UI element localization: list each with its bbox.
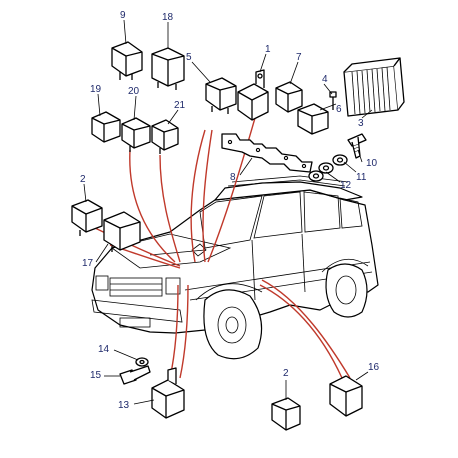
callout-1: 1 [265,44,271,55]
callout-2-left: 2 [80,174,86,185]
part-13-relay [151,367,185,419]
part-7-relay [275,81,303,113]
callout-7: 7 [296,52,302,63]
part-9-relay [111,41,143,80]
callout-13: 13 [118,400,130,411]
part-8-bracket [221,133,313,173]
part-19-relay [91,111,121,143]
callout-14: 14 [98,344,110,355]
part-17-relay [103,211,141,252]
part-18-relay [151,47,185,90]
part-4-screw [329,91,337,110]
callout-6: 6 [336,104,342,115]
part-14-washer [135,357,149,367]
callout-5: 5 [186,52,192,63]
callout-16: 16 [368,362,380,373]
part-1-relay [237,69,269,121]
part-15-bolt [119,365,151,385]
callout-12: 12 [340,180,352,191]
callout-10: 10 [366,158,378,169]
callout-17: 17 [82,258,94,269]
part-2-relay-bottom [271,397,301,431]
callout-3: 3 [358,118,364,129]
callout-9: 9 [120,10,126,21]
wiring-leads [94,117,351,379]
callout-2-bottom: 2 [283,368,289,379]
part-12-nut [308,162,334,182]
callout-18: 18 [162,12,174,23]
callout-21: 21 [174,100,186,111]
part-5-relay [205,77,237,114]
part-2-relay-left [71,199,103,236]
callout-19: 19 [90,84,102,95]
part-20-relay [121,117,151,152]
part-6-relay [297,103,329,135]
part-10-bolt [347,133,367,159]
part-16-relay [329,375,363,417]
callout-4: 4 [322,74,328,85]
callout-11: 11 [356,172,367,183]
part-21-relay [151,119,179,154]
callout-15: 15 [90,370,102,381]
vehicle-illustration [91,175,379,360]
callout-20: 20 [128,86,140,97]
leader-lines [83,19,373,405]
part-3-module [343,57,405,117]
callout-8: 8 [230,172,236,183]
part-11-washer [332,154,348,166]
callout-labels: 9 18 5 1 7 4 6 3 10 11 12 8 19 20 21 2 1… [80,10,380,411]
